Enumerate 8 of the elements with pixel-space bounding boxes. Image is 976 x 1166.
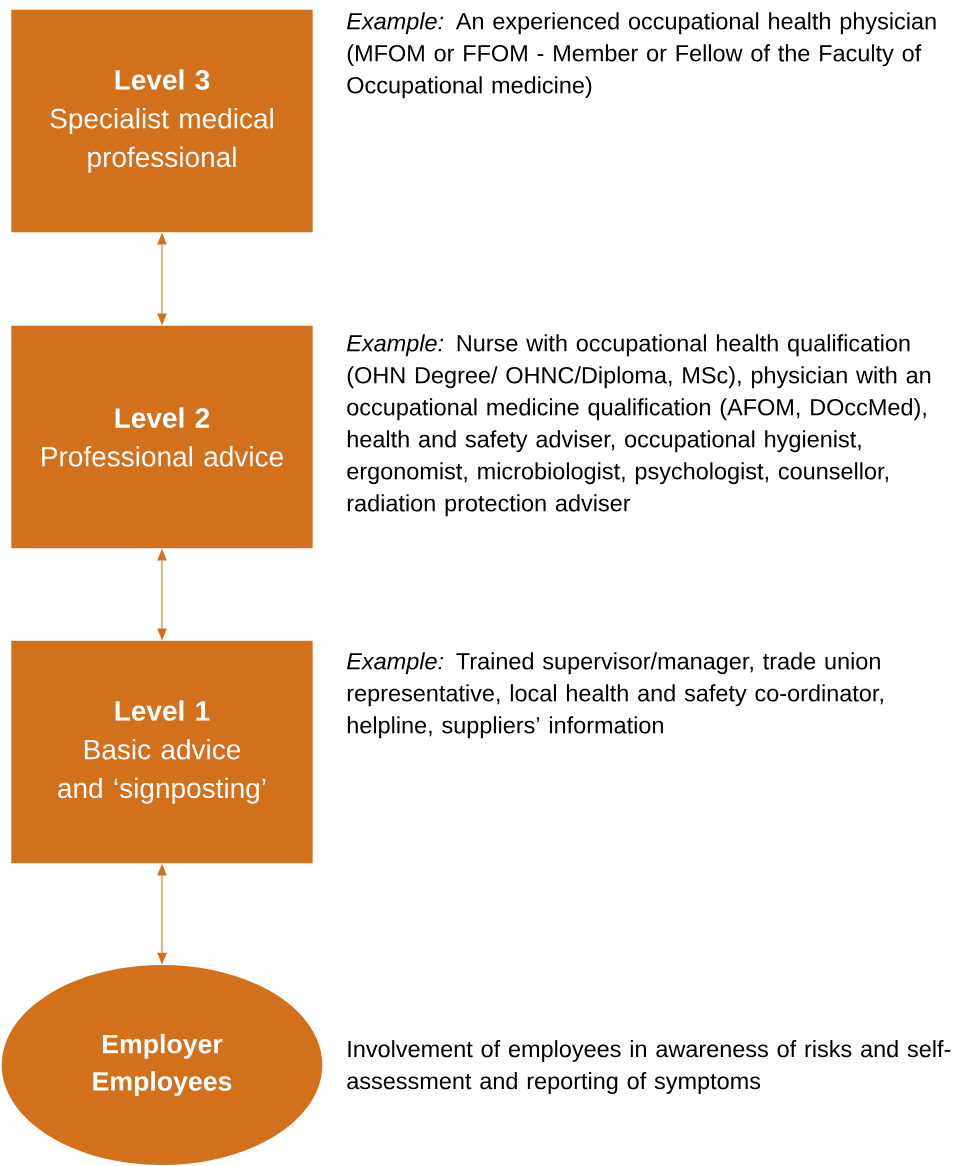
ellipse-node: Employer Employees xyxy=(1,965,323,1165)
level-box: Level 3 Specialist medical professional xyxy=(11,9,313,233)
level-box: Level 1 Basic advice and ‘signposting’ xyxy=(11,640,313,864)
description-text: Example: Trained supervisor/manager, trade union representative, local health and safety co-ordinator, helpline, suppliers’ information xyxy=(347,652,883,739)
description-text: Example: An experienced occupational health physician (MFOM or FFOM - Member or Fellow of the Faculty of Occupational medicine) xyxy=(347,12,936,99)
description-text: Example: Nurse with occupational health qualification (OHN Degree/ OHNC/Diploma, MSc), physician with an occupational medicine qualification (AFOM, DOccMed), health and safety adviser, occupational hygienist, ergonomist, microbiologist, psychologist, counsellor, radiation protection adviser xyxy=(347,334,931,517)
level-box: Level 2 Professional advice xyxy=(11,325,313,549)
description-text: Involvement of employees in awareness of risks and self-assessment and reporting of symptoms xyxy=(347,1040,951,1094)
